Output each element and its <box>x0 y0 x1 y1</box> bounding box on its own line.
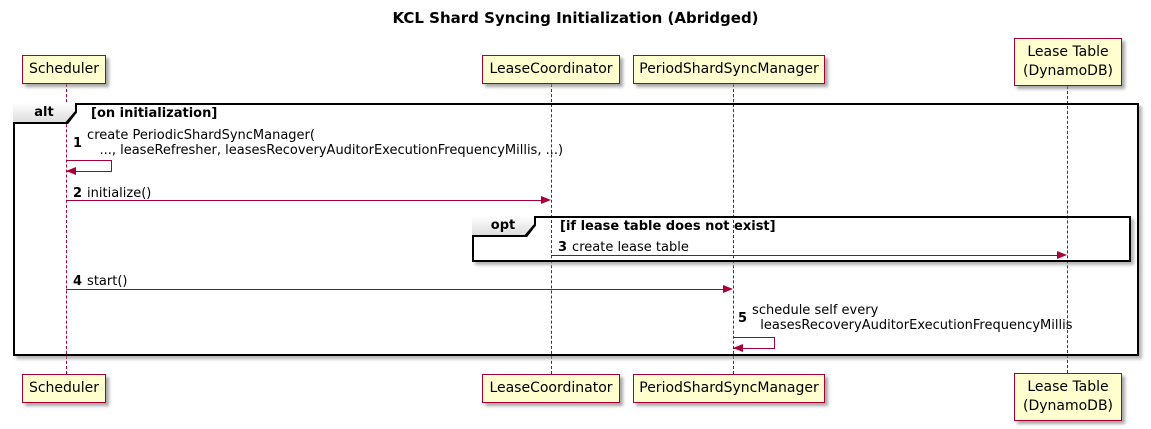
message-2-label: 2 initialize() <box>73 186 151 201</box>
participant-leasetable-top: Lease Table (DynamoDB) <box>1014 38 1122 86</box>
participant-label: Lease Table (DynamoDB) <box>1022 44 1114 79</box>
lifeline-periodshardsyncmanager <box>733 84 734 374</box>
message-text: create PeriodicShardSyncManager( ..., le… <box>87 128 564 158</box>
opt-frame: opt [if lease table does not exist] <box>472 216 1131 262</box>
alt-frame-tab: alt <box>13 103 77 124</box>
message-2-arrow-line <box>66 200 544 201</box>
message-number: 4 <box>73 274 83 289</box>
message-3-arrow-line <box>551 255 1060 256</box>
message-text: start() <box>87 274 128 289</box>
participant-leasecoordinator-bottom: LeaseCoordinator <box>482 374 620 403</box>
message-number: 5 <box>738 310 748 326</box>
lifeline-scheduler <box>66 84 67 374</box>
message-text: schedule self every leasesRecoveryAudito… <box>752 303 1073 333</box>
message-1-arrowhead <box>66 167 76 175</box>
opt-frame-condition: [if lease table does not exist] <box>560 219 776 234</box>
message-4-arrowhead <box>723 285 733 293</box>
message-text: initialize() <box>87 186 152 201</box>
message-4-arrow-line <box>66 289 726 290</box>
message-number: 3 <box>558 240 568 255</box>
participant-leasetable-bottom: Lease Table (DynamoDB) <box>1014 373 1122 421</box>
participant-label: Scheduler <box>28 61 100 77</box>
lifeline-leasetable <box>1067 86 1068 373</box>
lifeline-leasecoordinator <box>551 84 552 374</box>
opt-frame-label: opt <box>490 218 516 233</box>
diagram-title: KCL Shard Syncing Initialization (Abridg… <box>392 9 759 27</box>
participant-scheduler-top: Scheduler <box>22 55 106 84</box>
participant-periodshardsyncmanager-top: PeriodShardSyncManager <box>633 55 825 84</box>
message-5-arrowhead <box>733 344 743 352</box>
participant-label: LeaseCoordinator <box>489 61 613 77</box>
message-3-arrowhead <box>1057 251 1067 259</box>
message-1-label: 1 create PeriodicShardSyncManager( ..., … <box>73 128 563 158</box>
participant-leasecoordinator-top: LeaseCoordinator <box>482 55 620 84</box>
message-text: create lease table <box>572 240 689 255</box>
alt-frame-condition: [on initialization] <box>91 106 218 121</box>
opt-frame-tab: opt <box>472 216 536 237</box>
message-2-arrowhead <box>541 196 551 204</box>
participant-label: PeriodShardSyncManager <box>639 61 819 77</box>
alt-frame-label: alt <box>34 105 54 120</box>
message-5-self-arrow <box>733 337 775 349</box>
message-4-label: 4 start() <box>73 274 127 289</box>
message-number: 2 <box>73 186 83 201</box>
message-number: 1 <box>73 135 83 151</box>
participant-label: Scheduler <box>28 380 100 396</box>
participant-label: PeriodShardSyncManager <box>639 380 819 396</box>
participant-periodshardsyncmanager-bottom: PeriodShardSyncManager <box>633 374 825 403</box>
participant-scheduler-bottom: Scheduler <box>22 374 106 403</box>
participant-label: LeaseCoordinator <box>489 380 613 396</box>
message-1-self-arrow <box>66 160 112 172</box>
message-5-label: 5 schedule self every leasesRecoveryAudi… <box>738 303 1073 333</box>
message-3-label: 3 create lease table <box>558 240 689 255</box>
alt-frame: alt [on initialization] <box>13 103 1139 356</box>
participant-label: Lease Table (DynamoDB) <box>1022 379 1114 414</box>
